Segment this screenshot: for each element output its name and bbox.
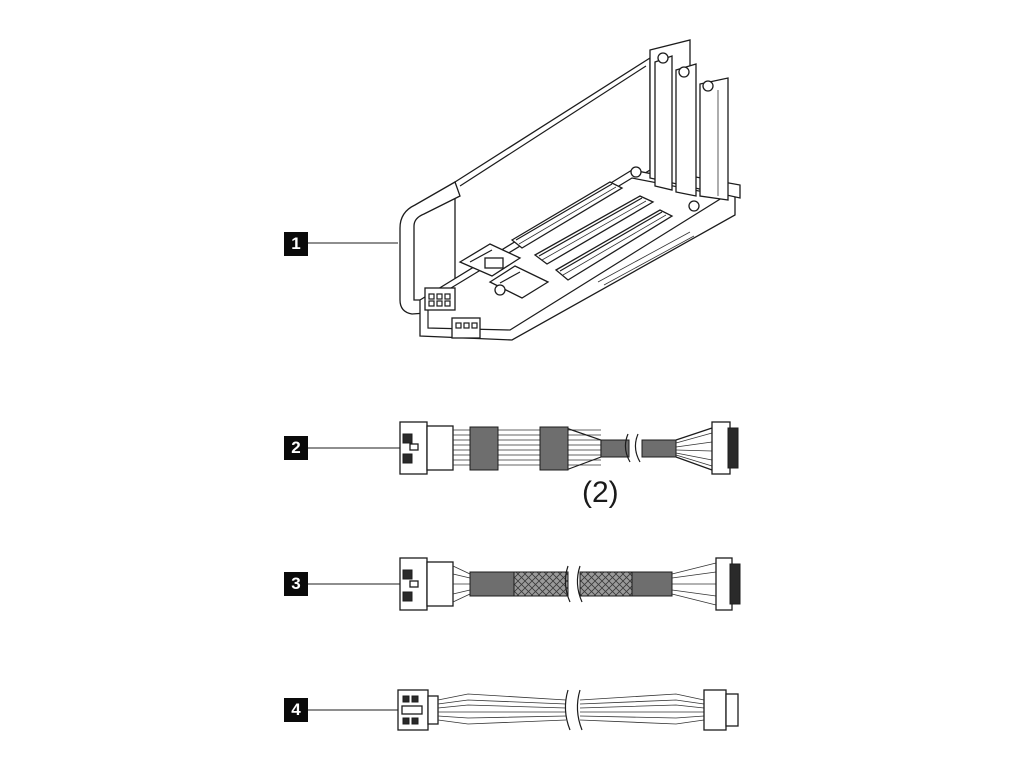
signal-cable-a [307, 421, 739, 475]
slot-cover-3 [699, 77, 729, 201]
callout-2: 2 [284, 436, 308, 460]
board-power-connector-top [424, 287, 456, 311]
power-cable-break-mark [564, 689, 583, 731]
callout-3: 3 [284, 572, 308, 596]
cable-b-end-sleeve-left [469, 571, 515, 597]
cable-a-right-connector [711, 421, 739, 475]
quantity-label: (2) [582, 476, 619, 509]
callout-1: 1 [284, 232, 308, 256]
cable-b-wires [452, 562, 717, 606]
cable-a-sleeve-2 [539, 426, 569, 471]
callout-4: 4 [284, 698, 308, 722]
signal-cable-b [307, 557, 741, 611]
pcie-slot-3 [554, 209, 674, 281]
pcie-slot-1 [510, 181, 624, 249]
cable-a-sleeve-1 [469, 426, 499, 471]
riser-cage-assembly [307, 39, 741, 341]
pcie-slot-2 [533, 195, 655, 265]
power-cable-wires [437, 693, 705, 725]
power-cable-left-connector [397, 689, 439, 731]
power-cable-right-connector [703, 689, 739, 731]
cable-b-braided-sleeve-right [579, 571, 633, 597]
cable-b-end-sleeve-right [631, 571, 673, 597]
cable-b-braided-sleeve-left [513, 571, 569, 597]
cable-a-break-mark [624, 433, 641, 463]
slot-cover-2 [675, 63, 697, 197]
power-cable [307, 689, 739, 731]
slot-cover-1 [654, 52, 673, 191]
board-signal-connectors [458, 243, 550, 299]
cable-a-left-connector [399, 421, 454, 475]
cable-b-right-connector [715, 557, 741, 611]
board-power-connector-bottom [451, 317, 481, 339]
cable-b-break-mark [564, 565, 583, 603]
cage-side-bracket [399, 181, 461, 315]
cable-a-mid-sleeve-right [641, 439, 677, 458]
cable-a-mid-sleeve-left [600, 439, 630, 458]
cable-b-left-connector [399, 557, 454, 611]
